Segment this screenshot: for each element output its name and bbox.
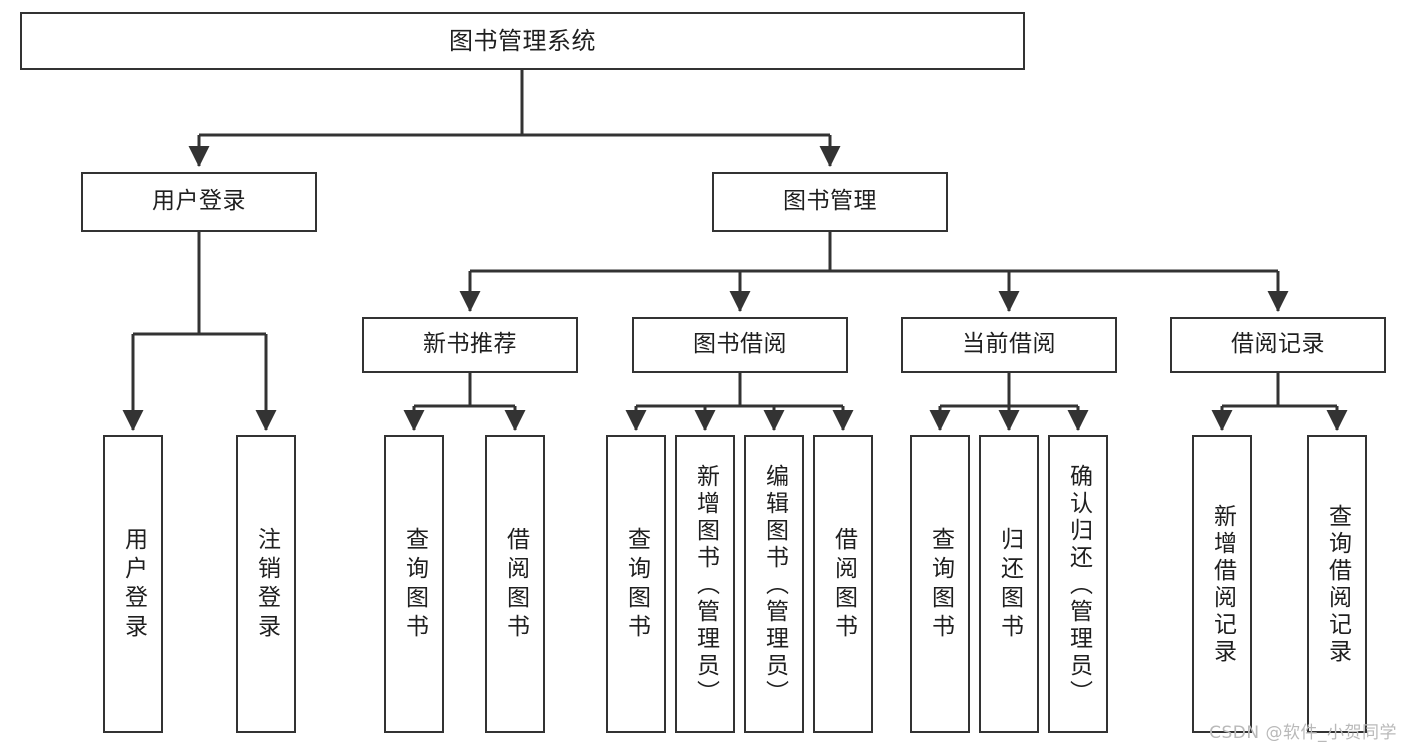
leaf-return-book[interactable]: 归还图书 (979, 435, 1039, 733)
leaf-query-book-current-label: 查询图书 (927, 527, 954, 643)
leaf-add-borrow-record[interactable]: 新增借阅记录 (1192, 435, 1252, 733)
node-book-borrow-label: 图书借阅 (693, 331, 787, 358)
leaf-query-book-borrow[interactable]: 查询图书 (606, 435, 666, 733)
leaf-query-borrow-record-label: 查询借阅记录 (1324, 504, 1351, 666)
leaf-query-book-borrow-label: 查询图书 (623, 527, 650, 643)
leaf-user-login[interactable]: 用户登录 (103, 435, 163, 733)
csdn-watermark: CSDN @软件_小贺同学 (1209, 723, 1397, 743)
leaf-logout[interactable]: 注销登录 (236, 435, 296, 733)
leaf-query-borrow-record[interactable]: 查询借阅记录 (1307, 435, 1367, 733)
leaf-borrow-book[interactable]: 借阅图书 (813, 435, 873, 733)
leaf-borrow-book-newbook[interactable]: 借阅图书 (485, 435, 545, 733)
leaf-borrow-book-newbook-label: 借阅图书 (502, 527, 529, 643)
node-current-borrow[interactable]: 当前借阅 (901, 317, 1117, 373)
node-book-management-label: 图书管理 (783, 188, 877, 215)
node-book-management[interactable]: 图书管理 (712, 172, 948, 232)
leaf-add-borrow-record-label: 新增借阅记录 (1209, 504, 1236, 666)
node-current-borrow-label: 当前借阅 (962, 331, 1056, 358)
leaf-add-book-admin[interactable]: 新增图书（管理员） (675, 435, 735, 733)
leaf-query-book-newbook-label: 查询图书 (401, 527, 428, 643)
node-new-book-recommend[interactable]: 新书推荐 (362, 317, 578, 373)
node-user-login[interactable]: 用户登录 (81, 172, 317, 232)
leaf-edit-book-admin[interactable]: 编辑图书（管理员） (744, 435, 804, 733)
leaf-query-book-current[interactable]: 查询图书 (910, 435, 970, 733)
leaf-edit-book-admin-label: 编辑图书（管理员） (761, 463, 788, 707)
leaf-confirm-return-admin-label: 确认归还（管理员） (1065, 463, 1092, 707)
node-borrow-records[interactable]: 借阅记录 (1170, 317, 1386, 373)
node-borrow-records-label: 借阅记录 (1231, 331, 1325, 358)
leaf-add-book-admin-label: 新增图书（管理员） (692, 463, 719, 707)
leaf-return-book-label: 归还图书 (996, 527, 1023, 643)
leaf-logout-label: 注销登录 (253, 527, 280, 643)
leaf-user-login-label: 用户登录 (120, 527, 147, 643)
node-book-borrow[interactable]: 图书借阅 (632, 317, 848, 373)
leaf-confirm-return-admin[interactable]: 确认归还（管理员） (1048, 435, 1108, 733)
node-new-book-recommend-label: 新书推荐 (423, 331, 517, 358)
node-user-login-label: 用户登录 (152, 188, 246, 215)
node-root[interactable]: 图书管理系统 (20, 12, 1025, 70)
leaf-query-book-newbook[interactable]: 查询图书 (384, 435, 444, 733)
node-root-label: 图书管理系统 (449, 26, 596, 55)
leaf-borrow-book-label: 借阅图书 (830, 527, 857, 643)
